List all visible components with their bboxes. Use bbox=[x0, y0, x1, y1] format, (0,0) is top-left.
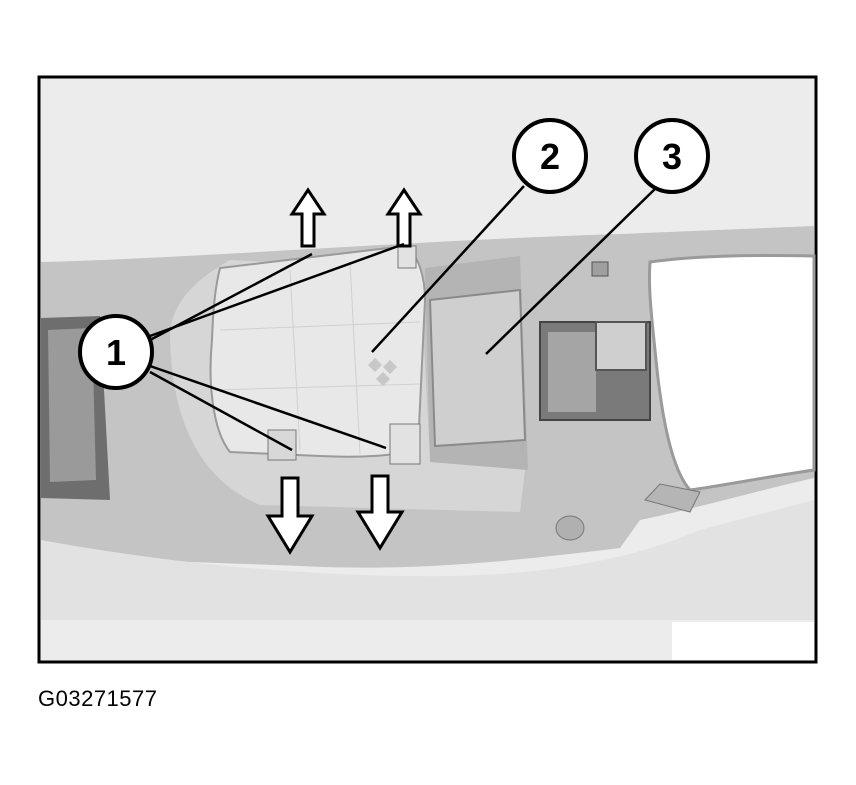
leader-lines bbox=[149, 185, 659, 452]
bracket bbox=[428, 288, 527, 448]
handle-opening bbox=[647, 254, 816, 492]
arrows bbox=[265, 187, 423, 555]
clip-right bbox=[389, 423, 421, 465]
callout-circle bbox=[78, 314, 154, 390]
corner-patch bbox=[672, 622, 814, 660]
arrow-up-right bbox=[385, 187, 423, 248]
tab-clip bbox=[591, 261, 609, 277]
arrow-down-left bbox=[265, 476, 315, 555]
photo-content bbox=[41, 226, 816, 620]
callout-circle bbox=[634, 118, 710, 194]
callout-number: 2 bbox=[540, 136, 560, 177]
connector-top bbox=[595, 321, 647, 371]
callout-1: 1 bbox=[78, 314, 154, 390]
lower-clip bbox=[644, 483, 701, 513]
callout-2: 2 bbox=[512, 118, 588, 194]
round-plug bbox=[555, 515, 585, 541]
panel-shadow bbox=[41, 500, 814, 620]
arrow-up-left bbox=[289, 187, 327, 248]
cover-texture bbox=[214, 261, 421, 455]
figure-id-label: G03271577 bbox=[38, 686, 158, 711]
connector-face bbox=[548, 332, 596, 412]
callout-number: 1 bbox=[106, 332, 126, 373]
clip-top bbox=[397, 245, 417, 269]
cover-pattern bbox=[367, 357, 398, 387]
callout-circle bbox=[512, 118, 588, 194]
arrow-down-right bbox=[355, 474, 405, 551]
callout-number: 3 bbox=[662, 136, 682, 177]
callout-3: 3 bbox=[634, 118, 710, 194]
